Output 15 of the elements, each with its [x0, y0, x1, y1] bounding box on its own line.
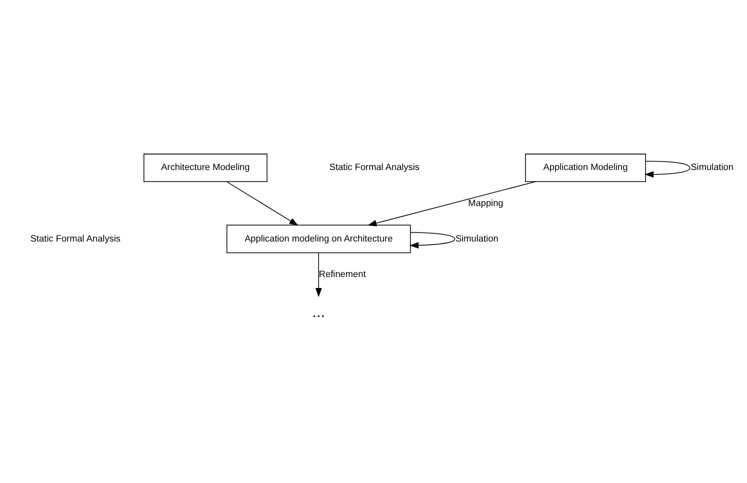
node-text: ... — [312, 303, 326, 320]
label: Static Formal Analysis — [329, 162, 420, 172]
label: Static Formal Analysis — [30, 232, 120, 243]
arrow — [644, 160, 690, 178]
edge-label: Simulation — [690, 162, 734, 172]
arrow — [367, 180, 536, 226]
edge-label: Simulation — [456, 232, 498, 243]
node-box: Application Modeling — [525, 153, 646, 182]
arrow — [226, 180, 298, 226]
arrow — [409, 232, 456, 248]
arrow — [315, 252, 322, 297]
node-box: Application modeling on Architecture — [226, 224, 411, 253]
edge-label: Refinement — [318, 268, 366, 278]
edge-label: Mapping — [468, 197, 504, 208]
node-box: Architecture Modeling — [144, 153, 268, 182]
